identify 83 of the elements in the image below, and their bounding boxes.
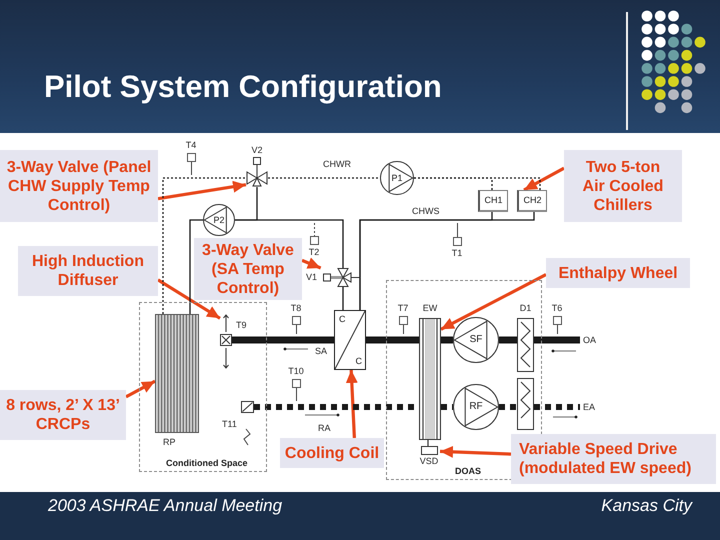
leader-arrow xyxy=(440,446,512,458)
cooling-coil xyxy=(334,310,366,370)
callout xyxy=(18,246,158,296)
air-duct xyxy=(441,404,453,410)
callout-text: 3-Way Valve (SA Temp Control) xyxy=(201,240,295,298)
air-duct xyxy=(232,336,334,344)
callout-text: Two 5-ton Air Cooled Chillers xyxy=(582,158,664,214)
pump xyxy=(203,204,235,236)
callout-text: 3-Way Valve (Panel CHW Supply Temp Control) xyxy=(6,158,152,214)
airflow-label: RA xyxy=(318,423,331,434)
sensor-label: T11 xyxy=(222,419,237,430)
callout-text: 8 rows, 2’ X 13’ CRCPs xyxy=(5,396,121,434)
return-pipe xyxy=(414,177,541,190)
callout xyxy=(194,238,302,300)
space-boundary xyxy=(139,302,267,472)
sensor-label: T2 xyxy=(308,247,320,258)
sensor-label: T8 xyxy=(290,303,302,314)
panel-label: RP xyxy=(163,437,176,448)
callout-text: High Induction Diffuser xyxy=(31,252,145,290)
chiller-label: CH1 xyxy=(484,195,502,206)
pipe-label: CHWS xyxy=(412,206,440,217)
footer-text: Kansas City xyxy=(601,495,692,517)
pipe-label: CHWR xyxy=(323,159,351,170)
chiller-unit xyxy=(478,190,508,212)
airflow-label: OA xyxy=(583,334,596,346)
leader-arrow xyxy=(440,273,547,331)
air-duct xyxy=(499,404,517,410)
pipe xyxy=(235,219,344,268)
diffuser-icon xyxy=(220,314,232,369)
air-duct xyxy=(441,336,453,344)
valve-label: V1 xyxy=(306,272,318,283)
pump-label: P2 xyxy=(213,216,224,224)
supply-pipe xyxy=(359,212,535,310)
pump xyxy=(380,161,414,195)
pump-label: P1 xyxy=(391,174,402,182)
sensor-label: T10 xyxy=(288,366,304,377)
grille-icon xyxy=(241,401,254,413)
valve-label: V2 xyxy=(251,145,262,156)
leader-arrow xyxy=(523,166,565,192)
callout xyxy=(564,150,682,222)
callout xyxy=(546,258,690,288)
unit-label: DOAS xyxy=(455,466,482,477)
leader-arrow xyxy=(125,380,156,398)
fan xyxy=(453,384,499,430)
callout xyxy=(511,434,716,484)
leader-arrow xyxy=(346,370,358,438)
return-pipe xyxy=(162,177,246,314)
coil-label: C xyxy=(356,356,362,367)
sensor-label: T9 xyxy=(236,320,247,331)
sensor-label: T6 xyxy=(552,303,562,314)
chiller-unit xyxy=(517,190,547,212)
air-duct xyxy=(366,336,419,344)
air-duct xyxy=(499,336,517,344)
callout xyxy=(0,390,126,440)
fan-label: SF xyxy=(470,335,482,345)
fan-label: RF xyxy=(469,402,483,412)
callout-text: Enthalpy Wheel xyxy=(558,264,678,282)
space-label: Conditioned Space xyxy=(166,458,248,469)
wheel-label: EW xyxy=(422,303,438,314)
slide-title: Pilot System Configuration xyxy=(44,68,442,106)
return-pipe xyxy=(268,177,380,179)
leader-arrow xyxy=(301,258,322,270)
sensor-label: T4 xyxy=(186,140,196,151)
callout-text: Variable Speed Drive (modulated EW speed) xyxy=(519,440,692,478)
air-duct xyxy=(534,404,580,410)
callout xyxy=(280,438,384,468)
drive-label: VSD xyxy=(420,456,438,467)
footer-text: 2003 ASHRAE Annual Meeting xyxy=(48,495,282,517)
fan xyxy=(453,317,499,363)
air-duct xyxy=(534,336,580,344)
leader-arrow xyxy=(158,180,246,200)
damper-label: D1 xyxy=(520,303,532,314)
chiller-label: CH2 xyxy=(523,195,542,206)
coil-label: C xyxy=(339,314,346,325)
sensor-label: T7 xyxy=(398,303,408,314)
airflow-label: EA xyxy=(583,402,596,412)
callout xyxy=(0,150,158,222)
pipe xyxy=(189,219,203,314)
airflow-label: SA xyxy=(315,346,328,357)
leader-arrow xyxy=(157,278,221,320)
callout-text: Cooling Coil xyxy=(284,444,380,462)
pipe xyxy=(342,287,344,310)
sensor-label: T1 xyxy=(452,248,462,259)
